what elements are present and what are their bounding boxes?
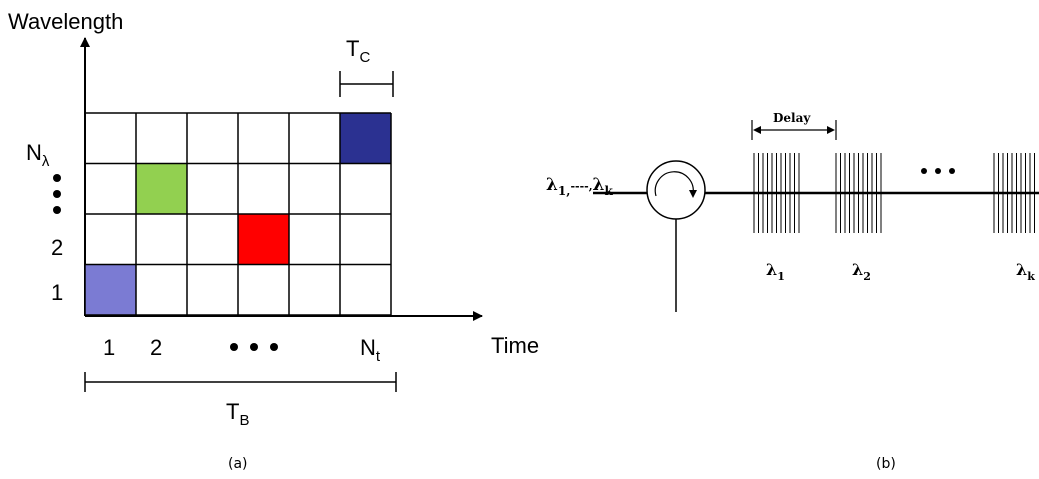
delay-arrow bbox=[751, 120, 837, 140]
grating-label-3: λk bbox=[1016, 260, 1035, 283]
caption-b: (b) bbox=[876, 456, 896, 472]
tb-label: TB bbox=[226, 399, 249, 429]
caption-a: (a) bbox=[228, 456, 248, 472]
col-label-nt: Nt bbox=[360, 335, 381, 365]
row-label-1: 1 bbox=[51, 280, 63, 305]
input-wavelengths-label: λ1,----,λk bbox=[546, 175, 613, 198]
circulator-arrow-icon bbox=[654, 171, 694, 197]
fiber-bragg-gratings bbox=[753, 153, 1035, 233]
time-wavelength-grid bbox=[84, 112, 392, 316]
cell-row2-col4 bbox=[238, 214, 289, 265]
grating-label-1: λ1 bbox=[766, 260, 785, 283]
row-label-nlambda: Nλ bbox=[26, 140, 50, 170]
tc-label: TC bbox=[346, 36, 370, 66]
grating-3 bbox=[993, 153, 1035, 233]
col-label-2: 2 bbox=[150, 335, 162, 360]
col-label-1: 1 bbox=[103, 335, 115, 360]
row-label-ellipsis bbox=[53, 174, 61, 214]
panel-a: Wavelength Time TC Nλ 2 1 1 2 bbox=[8, 9, 539, 472]
y-axis-label: Wavelength bbox=[8, 9, 123, 34]
grating-label-2: λ2 bbox=[852, 260, 871, 283]
x-axis-label: Time bbox=[491, 333, 539, 358]
col-label-ellipsis bbox=[230, 343, 278, 351]
tc-bracket bbox=[339, 71, 394, 97]
cell-nlambda-col6 bbox=[340, 113, 391, 164]
tb-bracket bbox=[84, 372, 397, 392]
grating-ellipsis bbox=[921, 168, 955, 174]
cell-row1-col1 bbox=[85, 264, 136, 315]
panel-b: λ1,----,λk Delay λ1 λ2 λk (b) bbox=[546, 111, 1039, 472]
grating-labels: λ1 λ2 λk bbox=[766, 260, 1035, 283]
grating-1 bbox=[753, 153, 800, 233]
cell-row3-col2 bbox=[136, 163, 187, 214]
delay-label: Delay bbox=[773, 111, 811, 125]
row-label-2: 2 bbox=[51, 235, 63, 260]
grating-2 bbox=[835, 153, 882, 233]
filled-cells bbox=[85, 113, 391, 315]
